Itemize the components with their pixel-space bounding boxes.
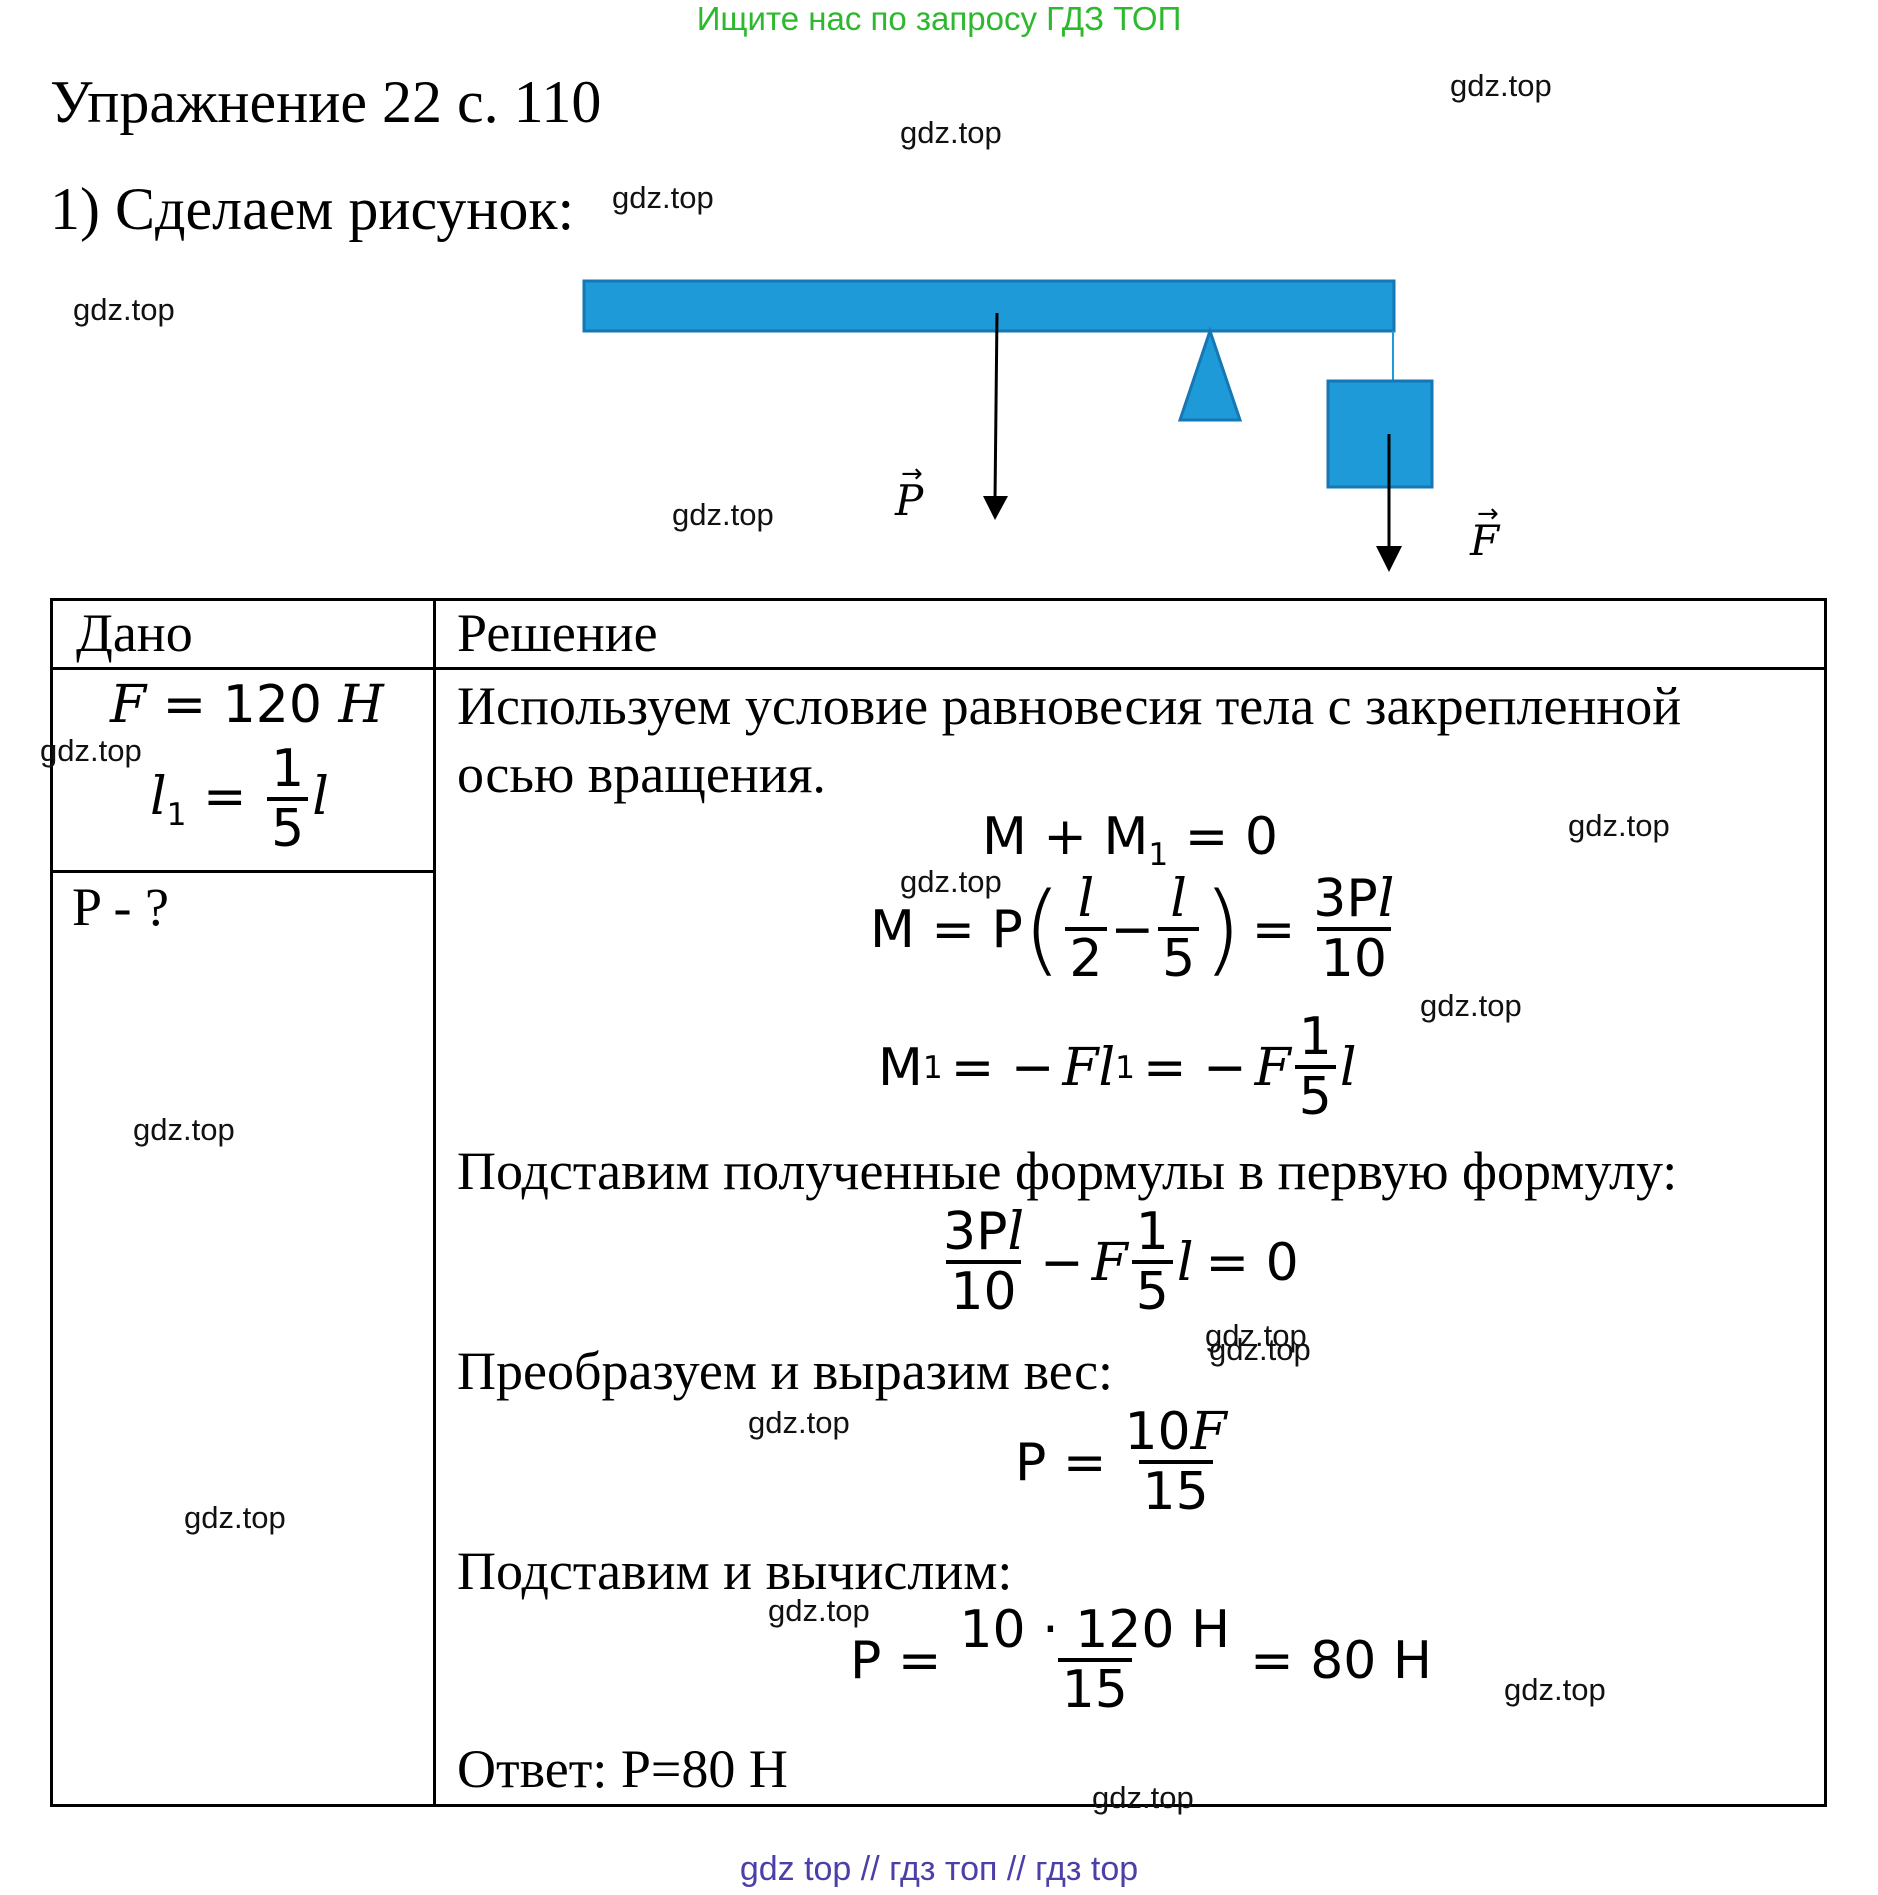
watermark: gdz.top <box>768 1593 870 1628</box>
watermark: gdz.top <box>672 497 774 532</box>
watermark: gdz.top <box>900 864 1002 899</box>
table-top-border <box>50 598 1827 601</box>
watermark: gdz.top <box>748 1405 850 1440</box>
table-left-border <box>50 598 53 1807</box>
compute-text: Подставим и вычислим: <box>457 1541 1013 1601</box>
watermark: gdz.top <box>900 115 1002 150</box>
force-f-arrowhead <box>1376 546 1402 572</box>
given-find-divider <box>50 870 435 873</box>
solution-header: Решение <box>457 603 658 663</box>
watermark: gdz.top <box>1450 68 1552 103</box>
watermark: gdz.top <box>1420 988 1522 1023</box>
solution-intro: Используем условие равновесия тела с зак… <box>457 676 1682 804</box>
search-hint-link[interactable]: Ищите нас по запросу ГДЗ ТОП <box>696 0 1182 37</box>
given-header: Дано <box>76 603 193 663</box>
watermark: gdz.top <box>1504 1672 1606 1707</box>
watermark: gdz.top <box>184 1500 286 1535</box>
hanging-weight <box>1326 379 1434 489</box>
force-p-label: P <box>894 476 924 525</box>
table-bottom-border <box>50 1804 1827 1807</box>
watermark: gdz.top <box>133 1112 235 1147</box>
force-p-arrowhead <box>983 496 1008 520</box>
fulcrum-triangle <box>1177 326 1243 422</box>
step-1-caption: 1) Сделаем рисунок: <box>50 176 575 242</box>
watermark: gdz.top <box>1209 1332 1311 1367</box>
table-right-border <box>1824 598 1827 1807</box>
watermark: gdz.top <box>1568 808 1670 843</box>
find-question: P - ? <box>72 877 169 937</box>
watermark: gdz.top <box>1092 1780 1194 1815</box>
lever-beam <box>582 279 1396 333</box>
substitute-formulas-text: Подставим полученные формулы в первую фо… <box>457 1141 1678 1201</box>
lever-diagram: P → F → <box>582 279 1501 572</box>
answer: Ответ: Р=80 Н <box>457 1739 788 1799</box>
watermark: gdz.top <box>1205 1318 1307 1353</box>
force-f-vector-mark: → <box>1477 499 1499 529</box>
force-p-vector-mark: → <box>901 459 923 489</box>
watermark: gdz.top <box>73 292 175 327</box>
force-p-arrow <box>993 312 999 501</box>
given-force: F = 120 H <box>110 675 384 735</box>
watermark: gdz.top <box>612 180 714 215</box>
watermark: gdz.top <box>40 733 142 768</box>
express-weight-text: Преобразуем и выразим вес: <box>457 1341 1114 1401</box>
footer-links[interactable]: gdz top // гдз топ // гдз top <box>739 1850 1139 1888</box>
table-column-divider <box>433 598 436 1807</box>
exercise-title: Упражнение 22 с. 110 <box>50 69 602 135</box>
table-header-divider <box>50 667 1827 670</box>
equation-moment-balance: M + M1 = 0 <box>982 807 1278 873</box>
force-f-label: F <box>1469 516 1501 565</box>
